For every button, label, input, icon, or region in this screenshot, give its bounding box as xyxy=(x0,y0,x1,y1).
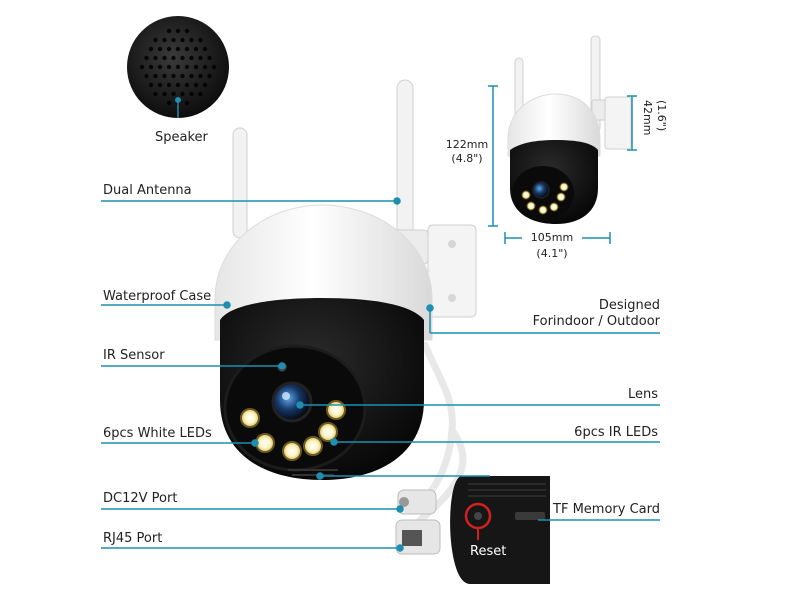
led-4 xyxy=(303,436,323,456)
led-1 xyxy=(240,408,260,428)
dc12v-connector xyxy=(397,489,437,515)
label-reset: Reset xyxy=(470,544,507,559)
speaker-grill xyxy=(127,16,229,118)
label-waterproof-case: Waterproof Case xyxy=(103,289,212,304)
small-camera xyxy=(507,35,632,224)
label-ir-sensor: IR Sensor xyxy=(103,348,165,363)
camera-lens xyxy=(271,381,313,423)
label-dc12v-port: DC12V Port xyxy=(103,491,178,506)
label-ir-leds: 6pcs IR LEDs xyxy=(574,425,658,440)
led-5 xyxy=(318,422,338,442)
dim-width-in: (4.1") xyxy=(536,247,568,260)
led-6 xyxy=(326,400,346,420)
dim-depth-in: (1.6") xyxy=(655,100,668,132)
left-antenna xyxy=(232,127,248,239)
label-dual-antenna: Dual Antenna xyxy=(103,183,192,198)
dim-height-in: (4.8") xyxy=(451,152,483,165)
label-tf-card: TF Memory Card xyxy=(553,502,660,517)
dim-depth-mm: 42mm xyxy=(641,100,654,136)
label-white-leds: 6pcs White LEDs xyxy=(103,426,212,441)
label-designed-line1: Designed xyxy=(598,298,660,313)
dim-height-mm: 122mm xyxy=(445,138,489,151)
dim-width-mm: 105mm xyxy=(522,231,582,244)
label-lens: Lens xyxy=(627,387,658,402)
callout-lines xyxy=(101,100,660,552)
label-designed-line2: Forindoor / Outdoor xyxy=(532,314,660,329)
label-rj45-port: RJ45 Port xyxy=(103,531,163,546)
tf-card-inset xyxy=(450,476,550,584)
vent-slots xyxy=(288,469,338,476)
label-speaker: Speaker xyxy=(155,130,208,145)
rj45-connector xyxy=(395,519,441,555)
led-3 xyxy=(282,441,302,461)
